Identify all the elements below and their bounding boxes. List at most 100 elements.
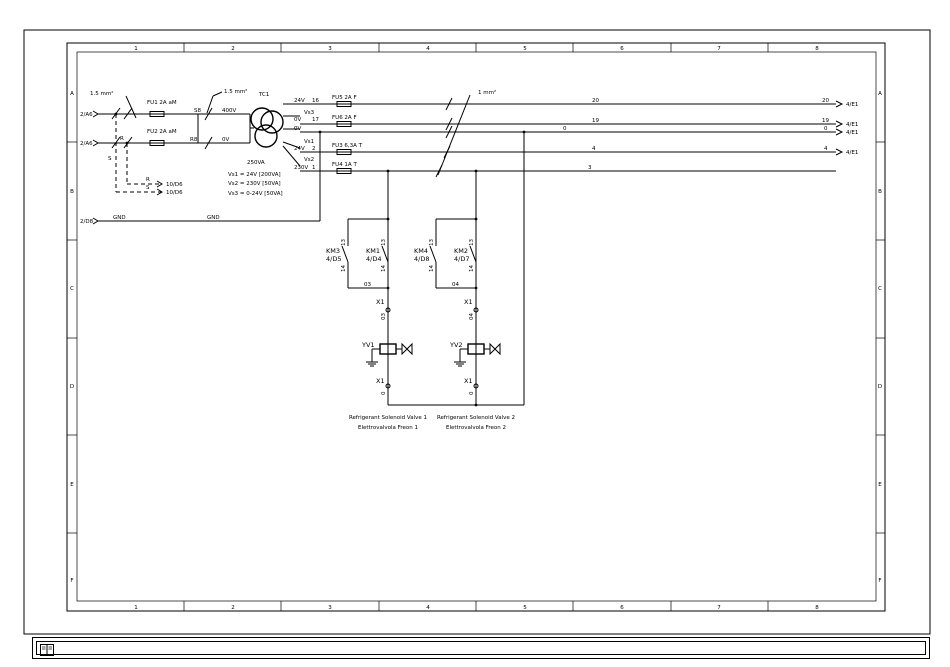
row-label-right: B: [878, 189, 882, 195]
terminal-number: 17: [312, 117, 319, 123]
wire-number: 04: [452, 282, 459, 288]
column-grid: [183, 43, 769, 611]
title-block: [32, 637, 930, 659]
phase-label: R: [120, 136, 124, 142]
fuse-fu1: [149, 111, 165, 117]
row-grid: [67, 141, 885, 534]
contactor-label: KM4: [414, 247, 428, 255]
fuse-label: FU6 2A F: [332, 115, 357, 121]
col-label-bottom: 7: [717, 605, 721, 611]
valve-label: YV1: [361, 341, 375, 349]
col-label-top: 5: [523, 46, 527, 52]
wire-section-label: 1 mm²: [478, 89, 496, 96]
dashed-link: [115, 114, 162, 193]
wire-number: 20: [822, 98, 829, 104]
col-label-bottom: 1: [134, 605, 138, 611]
xref-out: 4/E1: [846, 130, 858, 136]
row-label-right: C: [878, 286, 882, 292]
xref-out: 4/E1: [846, 122, 858, 128]
fuse-fu3: [336, 149, 352, 155]
terminal-x1: [473, 307, 479, 313]
fuse-fu4: [336, 168, 352, 174]
voltage-label: Vs3: [304, 110, 315, 116]
gnd-label: GND: [113, 215, 126, 221]
wire-number: 20: [592, 98, 599, 104]
contactor-label: KM3: [326, 247, 340, 255]
wire-number: 0: [381, 391, 387, 395]
col-label-bottom: 3: [328, 605, 332, 611]
col-label-top: 7: [717, 46, 721, 52]
wire-number: 03: [381, 313, 387, 320]
fuse-label: FU3 6,3A T: [332, 143, 363, 149]
solenoid-valve-yv1: [366, 342, 413, 367]
phase-label: S: [108, 156, 112, 162]
fuse-fu2: [149, 140, 165, 146]
wire-number: 03: [364, 282, 371, 288]
xref-in: 2/A6: [80, 112, 93, 118]
valve-description: Elettrovalvola Freon 2: [446, 425, 506, 431]
voltage-label: 400V: [222, 108, 236, 114]
terminal-number: 1: [312, 165, 316, 171]
gnd-label: GND: [207, 215, 220, 221]
voltage-label: Vs1: [304, 139, 314, 145]
voltage-label: Vs2: [304, 157, 314, 163]
fuse-label: FU1 2A aM: [147, 100, 177, 106]
col-label-top: 2: [231, 46, 235, 52]
row-label-right: D: [878, 384, 882, 390]
contactor-ref: 4/D8: [414, 255, 429, 263]
contactor-label: KM1: [366, 247, 380, 255]
row-label-left: B: [70, 189, 74, 195]
col-label-top: 8: [815, 46, 819, 52]
fuse-label: FU5 2A F: [332, 95, 357, 101]
valve-description: Refrigerant Solenoid Valve 2: [437, 415, 515, 421]
terminal-x1: [473, 383, 479, 389]
phase-label: R: [146, 177, 150, 183]
wire-number: 19: [592, 118, 599, 124]
wire-number: 4: [592, 146, 596, 152]
power-label: 250VA: [247, 160, 265, 166]
contactor-ref: 4/D5: [326, 255, 341, 263]
contact-number: 13: [429, 239, 435, 246]
col-label-bottom: 8: [815, 605, 819, 611]
spec-line: Vs1 = 24V [200VA]: [228, 172, 281, 178]
voltage-label: 0V: [222, 137, 229, 143]
fuse-fu6: [336, 121, 352, 127]
terminal-label: R8: [190, 137, 198, 143]
contactor-label: KM2: [454, 247, 468, 255]
col-label-bottom: 2: [231, 605, 235, 611]
contact-number: 14: [341, 265, 347, 272]
wire-number: 19: [822, 118, 829, 124]
wire-number: 0: [563, 126, 567, 132]
row-label-right: E: [878, 482, 882, 488]
arrow-10d6: [156, 188, 163, 196]
col-label-top: 1: [134, 46, 138, 52]
outer-border: [23, 29, 931, 635]
valve-description: Refrigerant Solenoid Valve 1: [349, 415, 427, 421]
xref-out: 10/D6: [166, 182, 183, 188]
contacts-branch-2: [429, 218, 477, 289]
col-label-top: 4: [426, 46, 430, 52]
terminal-label: X1: [464, 377, 473, 385]
voltage-label: 0V: [294, 126, 301, 132]
col-label-bottom: 6: [620, 605, 624, 611]
contact-number: 14: [429, 265, 435, 272]
terminal-label: X1: [376, 377, 385, 385]
row-label-left: C: [70, 286, 74, 292]
col-label-top: 6: [620, 46, 624, 52]
contact-number: 14: [469, 265, 475, 272]
contact-number: 13: [341, 239, 347, 246]
arrow-10d6: [156, 180, 163, 188]
fuse-label: FU4 1A T: [332, 162, 357, 168]
col-label-bottom: 5: [523, 605, 527, 611]
wire-number: 0: [824, 126, 828, 132]
spec-line: Vs3 = 0-24V [50VA]: [228, 191, 283, 197]
transformer-tc1-core: [260, 110, 284, 134]
row-label-left: F: [70, 578, 73, 584]
row-label-right: F: [878, 578, 881, 584]
terminal-label: S8: [194, 108, 201, 114]
terminal-x1: [385, 307, 391, 313]
voltage-label: 0V: [294, 117, 301, 123]
solenoid-valve-yv2: [454, 342, 501, 367]
wire-number: 04: [469, 313, 475, 320]
wire-section-label: 1.5 mm²: [90, 90, 113, 97]
